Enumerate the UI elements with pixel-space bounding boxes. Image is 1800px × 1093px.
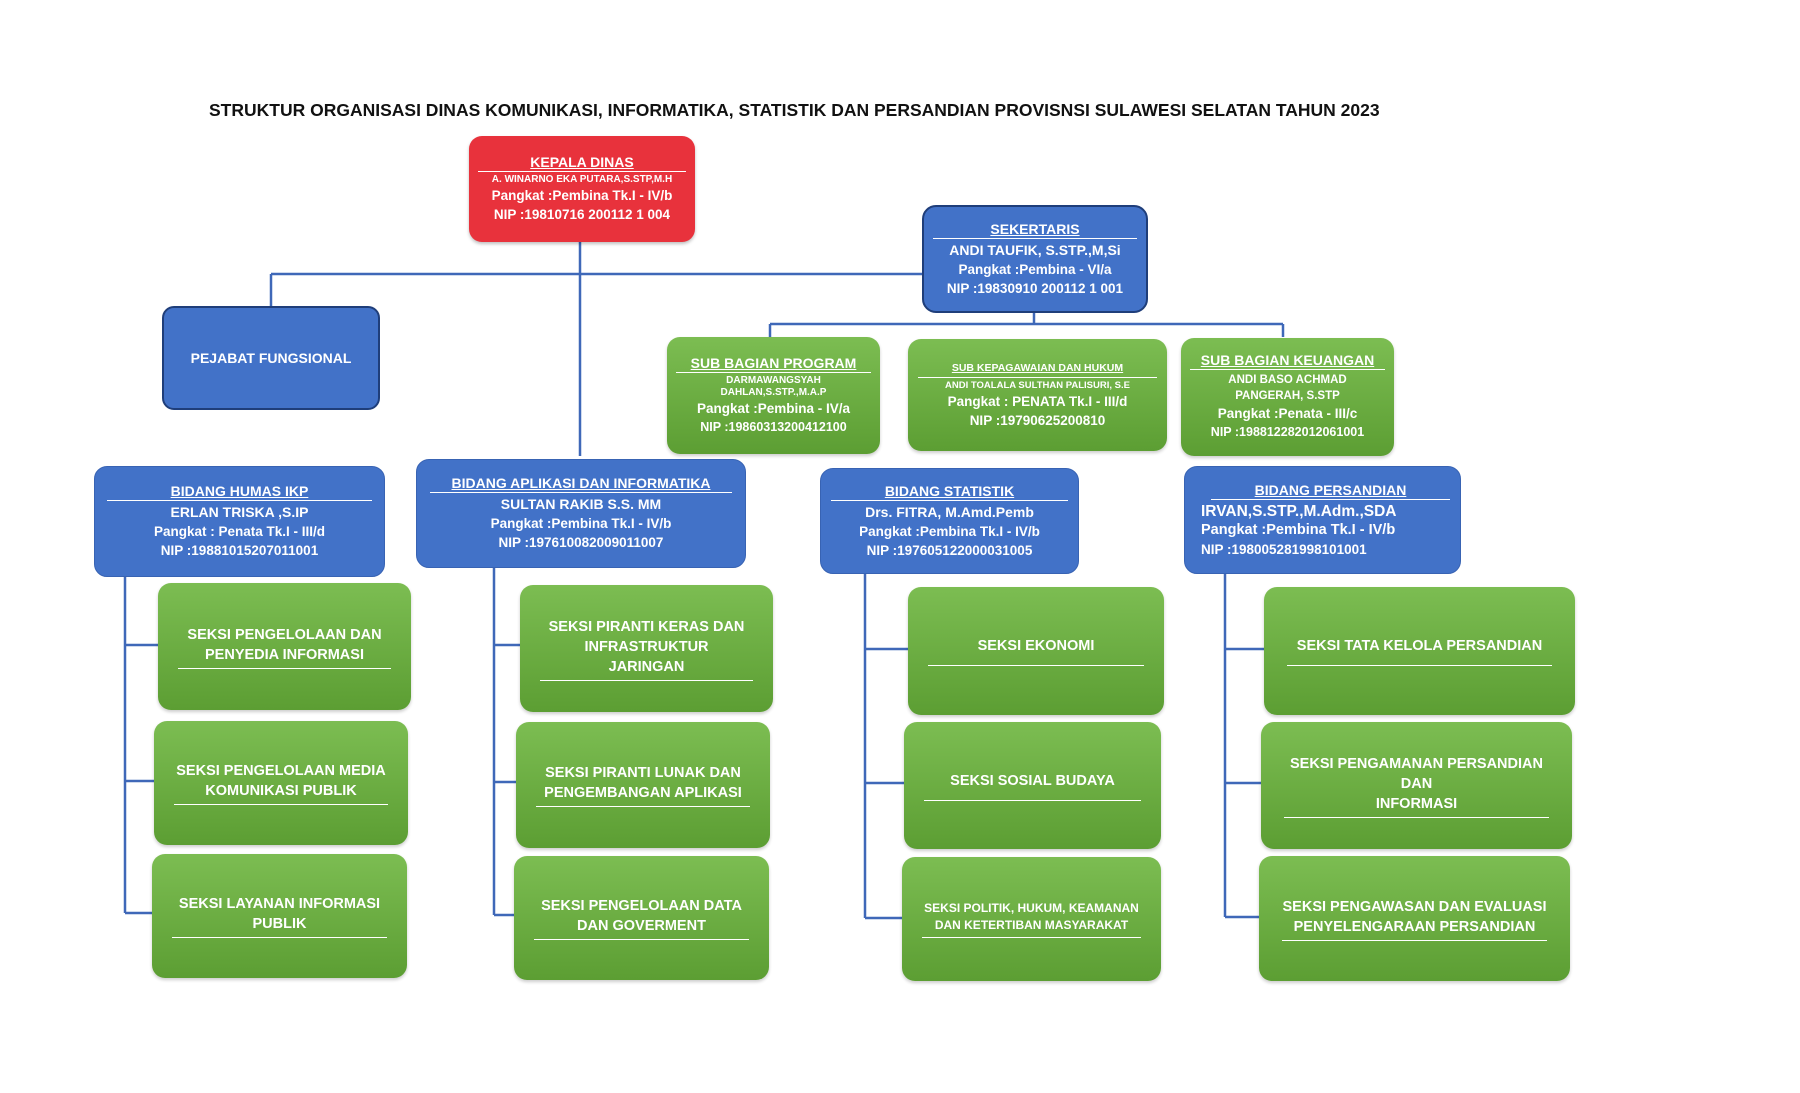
seksi-label-line2: INFRASTRUKTUR JARINGAN (539, 637, 754, 681)
bidang-persandian-rank: Pangkat :Pembina Tk.I - IV/b (1201, 521, 1396, 538)
seksi-label-line2: PUBLIK (171, 914, 388, 938)
bidang-persandian-title: BIDANG PERSANDIAN (1211, 482, 1450, 500)
sub-kepegawaian-name: ANDI TOALALA SULTHAN PALISURI, S.E (945, 380, 1130, 391)
seksi-label-line1: SEKSI TATA KELOLA PERSANDIAN (1296, 638, 1543, 654)
kepala-rank: Pangkat :Pembina Tk.I - IV/b (491, 188, 673, 203)
seksi-label-line2 (1287, 656, 1552, 666)
seksi-label-line2 (927, 656, 1145, 666)
seksi-label-line1: SEKSI PIRANTI LUNAK DAN (545, 765, 741, 781)
sub-keuangan-nip: NIP :198812282012061001 (1210, 425, 1365, 439)
bidang-persandian-nip: NIP :198005281998101001 (1201, 541, 1367, 557)
seksi-humas-2: SEKSI PENGELOLAAN MEDIA KOMUNIKASI PUBLI… (154, 721, 408, 845)
seksi-label-line1: SEKSI PENGAWASAN DAN EVALUASI (1282, 898, 1547, 915)
sub-kepegawaian-title: SUB KEPAGAWAIAN DAN HUKUM (918, 360, 1157, 378)
sub-bagian-keuangan-box: SUB BAGIAN KEUANGAN ANDI BASO ACHMAD PAN… (1181, 338, 1394, 456)
seksi-aplikasi-2: SEKSI PIRANTI LUNAK DAN PENGEMBANGAN APL… (516, 722, 770, 848)
sub-program-rank: Pangkat :Pembina - IV/a (696, 400, 851, 416)
kepala-name: A. WINARNO EKA PUTARA,S.STP,M.H (491, 174, 673, 185)
bidang-aplikasi-name: SULTAN RAKIB S.S. MM (500, 496, 662, 512)
seksi-label-line2: PENYEDIA INFORMASI (177, 645, 392, 669)
sub-program-name2: DAHLAN,S.STP.,M.A.P (720, 386, 827, 398)
pejabat-fungsional-box: PEJABAT FUNGSIONAL (162, 306, 380, 410)
seksi-label-line1: SEKSI PENGELOLAAN DAN (187, 626, 382, 643)
sekretaris-name: ANDI TAUFIK, S.STP.,M,Si (949, 241, 1121, 258)
seksi-label-line1: SEKSI PENGAMANAN PERSANDIAN DAN (1290, 755, 1543, 792)
seksi-persandian-3: SEKSI PENGAWASAN DAN EVALUASI PENYELENGA… (1259, 856, 1570, 981)
seksi-label-line1: SEKSI SOSIAL BUDAYA (950, 772, 1115, 789)
sub-kepegawaian-box: SUB KEPAGAWAIAN DAN HUKUM ANDI TOALALA S… (908, 339, 1167, 451)
bidang-aplikasi-nip: NIP :197610082009011007 (498, 535, 664, 550)
bidang-statistik-title: BIDANG STATISTIK (831, 483, 1068, 501)
seksi-label-line2: DAN GOVERMENT (533, 916, 750, 940)
kepala-dinas-box: KEPALA DINAS A. WINARNO EKA PUTARA,S.STP… (469, 136, 695, 242)
sub-kepegawaian-nip: NIP :19790625200810 (969, 413, 1106, 428)
bidang-aplikasi-box: BIDANG APLIKASI DAN INFORMATIKA SULTAN R… (416, 459, 746, 568)
sekretaris-box: SEKERTARIS ANDI TAUFIK, S.STP.,M,Si Pang… (922, 205, 1148, 313)
bidang-persandian-name: IRVAN,S.STP.,M.Adm.,SDA (1201, 502, 1397, 520)
seksi-label-line2: INFORMASI (1284, 794, 1549, 818)
sub-keuangan-name2: PANGERAH, S.STP (1235, 390, 1340, 402)
seksi-label-line1: SEKSI PIRANTI KERAS DAN (548, 618, 745, 635)
bidang-statistik-nip: NIP :197605122000031005 (866, 542, 1033, 558)
seksi-label-line1: SEKSI POLITIK, HUKUM, KEAMANAN (924, 901, 1139, 915)
seksi-persandian-2: SEKSI PENGAMANAN PERSANDIAN DAN INFORMAS… (1261, 722, 1572, 849)
bidang-humas-name: ERLAN TRISKA ,S.IP (170, 504, 309, 520)
seksi-aplikasi-3: SEKSI PENGELOLAAN DATA DAN GOVERMENT (514, 856, 769, 980)
seksi-statistik-1: SEKSI EKONOMI (908, 587, 1164, 715)
bidang-humas-rank: Pangkat : Penata Tk.I - III/d (153, 524, 326, 539)
seksi-humas-3: SEKSI LAYANAN INFORMASI PUBLIK (152, 854, 407, 978)
bidang-aplikasi-title: BIDANG APLIKASI DAN INFORMATIKA (430, 475, 732, 493)
kepala-title: KEPALA DINAS (478, 154, 686, 172)
sub-program-title: SUB BAGIAN PROGRAM (675, 355, 872, 373)
sub-program-nip: NIP :19860313200412100 (700, 419, 847, 434)
bidang-statistik-rank: Pangkat :Pembina Tk.I - IV/b (859, 523, 1040, 539)
seksi-label-line1: SEKSI LAYANAN INFORMASI (178, 896, 381, 912)
sub-bagian-program-box: SUB BAGIAN PROGRAM DARMAWANGSYAH DAHLAN,… (667, 337, 880, 454)
page-title: STRUKTUR ORGANISASI DINAS KOMUNIKASI, IN… (209, 100, 1380, 120)
seksi-label-line1: SEKSI EKONOMI (977, 638, 1095, 654)
sekretaris-title: SEKERTARIS (932, 221, 1138, 239)
seksi-label-line1: SEKSI PENGELOLAAN DATA (541, 898, 742, 914)
sub-keuangan-title: SUB BAGIAN KEUANGAN (1189, 352, 1386, 370)
bidang-statistik-name: Drs. FITRA, M.Amd.Pemb (865, 503, 1034, 520)
seksi-persandian-1: SEKSI TATA KELOLA PERSANDIAN (1264, 587, 1575, 715)
kepala-nip: NIP :19810716 200112 1 004 (493, 207, 671, 222)
sub-kepegawaian-rank: Pangkat : PENATA Tk.I - III/d (947, 394, 1128, 409)
seksi-humas-1: SEKSI PENGELOLAAN DAN PENYEDIA INFORMASI (158, 583, 411, 710)
seksi-label-line1: SEKSI PENGELOLAAN MEDIA (176, 763, 386, 779)
seksi-label-line2 (923, 791, 1142, 801)
bidang-humas-nip: NIP :19881015207011001 (160, 543, 319, 558)
seksi-label-line2: KOMUNIKASI PUBLIK (173, 781, 389, 805)
bidang-persandian-box: BIDANG PERSANDIAN IRVAN,S.STP.,M.Adm.,SD… (1184, 466, 1461, 574)
seksi-label-line2: PENYELENGARAAN PERSANDIAN (1282, 917, 1547, 941)
sekretaris-rank: Pangkat :Pembina - VI/a (958, 261, 1112, 277)
bidang-humas-box: BIDANG HUMAS IKP ERLAN TRISKA ,S.IP Pang… (94, 466, 385, 577)
sekretaris-nip: NIP :19830910 200112 1 001 (946, 280, 1124, 296)
seksi-aplikasi-1: SEKSI PIRANTI KERAS DAN INFRASTRUKTUR JA… (520, 585, 773, 712)
seksi-statistik-2: SEKSI SOSIAL BUDAYA (904, 722, 1161, 849)
seksi-statistik-3: SEKSI POLITIK, HUKUM, KEAMANAN DAN KETER… (902, 857, 1161, 981)
bidang-aplikasi-rank: Pangkat :Pembina Tk.I - IV/b (490, 516, 672, 531)
bidang-humas-title: BIDANG HUMAS IKP (106, 483, 373, 501)
seksi-label-line2: PENGEMBANGAN APLIKASI (535, 783, 751, 807)
bidang-statistik-box: BIDANG STATISTIK Drs. FITRA, M.Amd.Pemb … (820, 468, 1079, 574)
fungsional-title: PEJABAT FUNGSIONAL (190, 350, 352, 366)
sub-keuangan-rank: Pangkat :Penata - III/c (1217, 406, 1358, 421)
sub-program-name1: DARMAWANGSYAH (726, 374, 821, 386)
sub-keuangan-name1: ANDI BASO ACHMAD (1228, 374, 1347, 386)
seksi-label-line2: DAN KETERTIBAN MASYARAKAT (922, 917, 1141, 938)
